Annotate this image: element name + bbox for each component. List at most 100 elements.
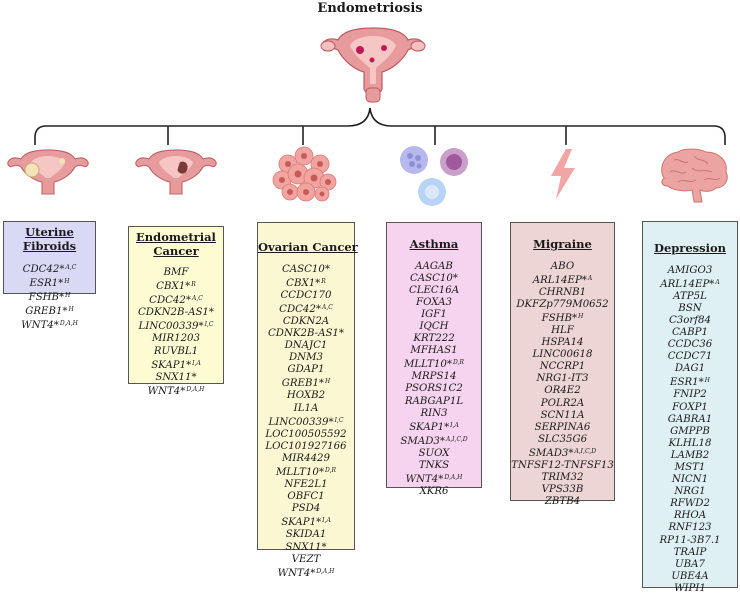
- gene-item: SKAP1*I,A: [387, 420, 481, 434]
- gene-item: GMPPB: [643, 426, 737, 438]
- gene-name: TNFSF12-TNFSF13: [511, 460, 614, 471]
- gene-name: LOC101927166: [265, 441, 346, 452]
- gene-name: TRIM32: [542, 472, 584, 483]
- gene-name: SNX11*: [155, 372, 196, 383]
- box-title-line: Fibroids: [4, 240, 95, 254]
- gene-item: MIR4429: [258, 453, 354, 465]
- gene-item: LOC100505592: [258, 429, 354, 441]
- gene-name: TRAIP: [674, 547, 707, 558]
- gene-item: ATP5L: [643, 291, 737, 303]
- gene-name: GREB1*: [282, 378, 324, 389]
- gene-item: CBX1*R: [258, 276, 354, 290]
- gene-item: MIR1203: [129, 333, 223, 345]
- gene-item: DNAJC1: [258, 340, 354, 352]
- gene-item: CDC42*A,C: [258, 302, 354, 316]
- gene-item: SNX11*: [129, 372, 223, 384]
- gene-name: LINC00618: [533, 349, 593, 360]
- gene-name: FSHB*: [542, 313, 578, 324]
- gene-name: CASC10*: [282, 264, 330, 275]
- gene-item: RFWD2: [643, 498, 737, 510]
- gene-item: WNT4*D,A,H: [387, 472, 481, 486]
- gene-item: BSN: [643, 303, 737, 315]
- gene-name: LINC00339*: [269, 417, 334, 428]
- gene-superscript: H: [64, 278, 69, 285]
- gene-item: KRT222: [387, 333, 481, 345]
- gene-name: AAGAB: [415, 261, 453, 272]
- gene-name: ATP5L: [673, 291, 707, 302]
- gene-superscript: D,R: [325, 467, 336, 474]
- gene-superscript: A,C: [192, 295, 203, 302]
- gene-superscript: A,I,C,D: [446, 436, 468, 443]
- gene-superscript: H: [705, 377, 710, 384]
- gene-item: RNF123: [643, 522, 737, 534]
- gene-item: LAMB2: [643, 450, 737, 462]
- gene-name: ZBTB4: [545, 496, 580, 507]
- gene-name: SKAP1*: [409, 422, 449, 433]
- box-title-line: Cancer: [129, 245, 223, 259]
- gene-name: RFWD2: [670, 498, 710, 509]
- gene-item: ESR1*H: [643, 375, 737, 389]
- gene-item: MLLT10*D,R: [387, 357, 481, 371]
- gene-item: POLR2A: [511, 398, 614, 410]
- gene-item: CDC42*A,C: [4, 262, 95, 276]
- gene-item: IGF1: [387, 309, 481, 321]
- gene-item: RHOA: [643, 510, 737, 522]
- gene-item: UBA7: [643, 559, 737, 571]
- gene-name: BSN: [678, 303, 701, 314]
- gene-name: NRG1-IT3: [537, 373, 589, 384]
- gene-name: NRG1: [674, 486, 705, 497]
- gene-name: RABGAP1L: [405, 396, 463, 407]
- gene-superscript: D,R: [453, 359, 464, 366]
- gene-superscript: D,A,H: [186, 386, 204, 393]
- box-title: Ovarian Cancer: [258, 241, 354, 255]
- gene-name: CABP1: [672, 327, 708, 338]
- gene-name: MST1: [675, 462, 706, 473]
- box-title: Asthma: [387, 238, 481, 252]
- gene-name: FSHB*: [29, 292, 65, 303]
- gene-name: WIPI1: [674, 583, 706, 594]
- gene-name: SLC35G6: [538, 434, 587, 445]
- gene-item: SCN11A: [511, 410, 614, 422]
- gene-name: KLHL18: [669, 438, 712, 449]
- gene-superscript: A,C: [65, 264, 76, 271]
- gene-item: BMF: [129, 267, 223, 279]
- gene-item: LINC00339*I,C: [258, 415, 354, 429]
- gene-item: LOC101927166: [258, 441, 354, 453]
- gene-name: SCN11A: [540, 410, 584, 421]
- gene-item: C3orf84: [643, 315, 737, 327]
- uterus-fibroid-icon: [4, 144, 92, 200]
- gene-name: LINC00339*: [139, 321, 204, 332]
- gene-item: XKR6: [387, 486, 481, 498]
- gene-item: FOXP1: [643, 402, 737, 414]
- gene-name: PSD4: [292, 503, 320, 514]
- gene-item: CCDC71: [643, 351, 737, 363]
- gene-name: CDC42*: [149, 295, 191, 306]
- gene-name: TNKS: [419, 460, 449, 471]
- gene-item: NRG1-IT3: [511, 373, 614, 385]
- gene-name: RIN3: [420, 408, 447, 419]
- gene-name: MIR1203: [152, 333, 200, 344]
- gene-item: ARL14EP*A: [511, 273, 614, 287]
- gene-item: CCDC170: [258, 290, 354, 302]
- gene-item: IL1A: [258, 403, 354, 415]
- gene-name: GREB1*: [25, 306, 67, 317]
- gene-item: SKAP1*I,A: [129, 358, 223, 372]
- gene-superscript: I,A: [322, 517, 331, 524]
- gene-superscript: A: [715, 279, 719, 286]
- gene-name: CHRNB1: [539, 287, 586, 298]
- gene-name: NICN1: [672, 474, 708, 485]
- gene-name: CDC42*: [23, 264, 65, 275]
- gene-name: RUVBL1: [154, 346, 198, 357]
- gene-item: DAG1: [643, 363, 737, 375]
- gene-name: MLLT10*: [404, 359, 452, 370]
- gene-name: CLEC16A: [409, 285, 459, 296]
- box-title-line: Depression: [643, 242, 737, 256]
- gene-item: SKAP1*I,A: [258, 515, 354, 529]
